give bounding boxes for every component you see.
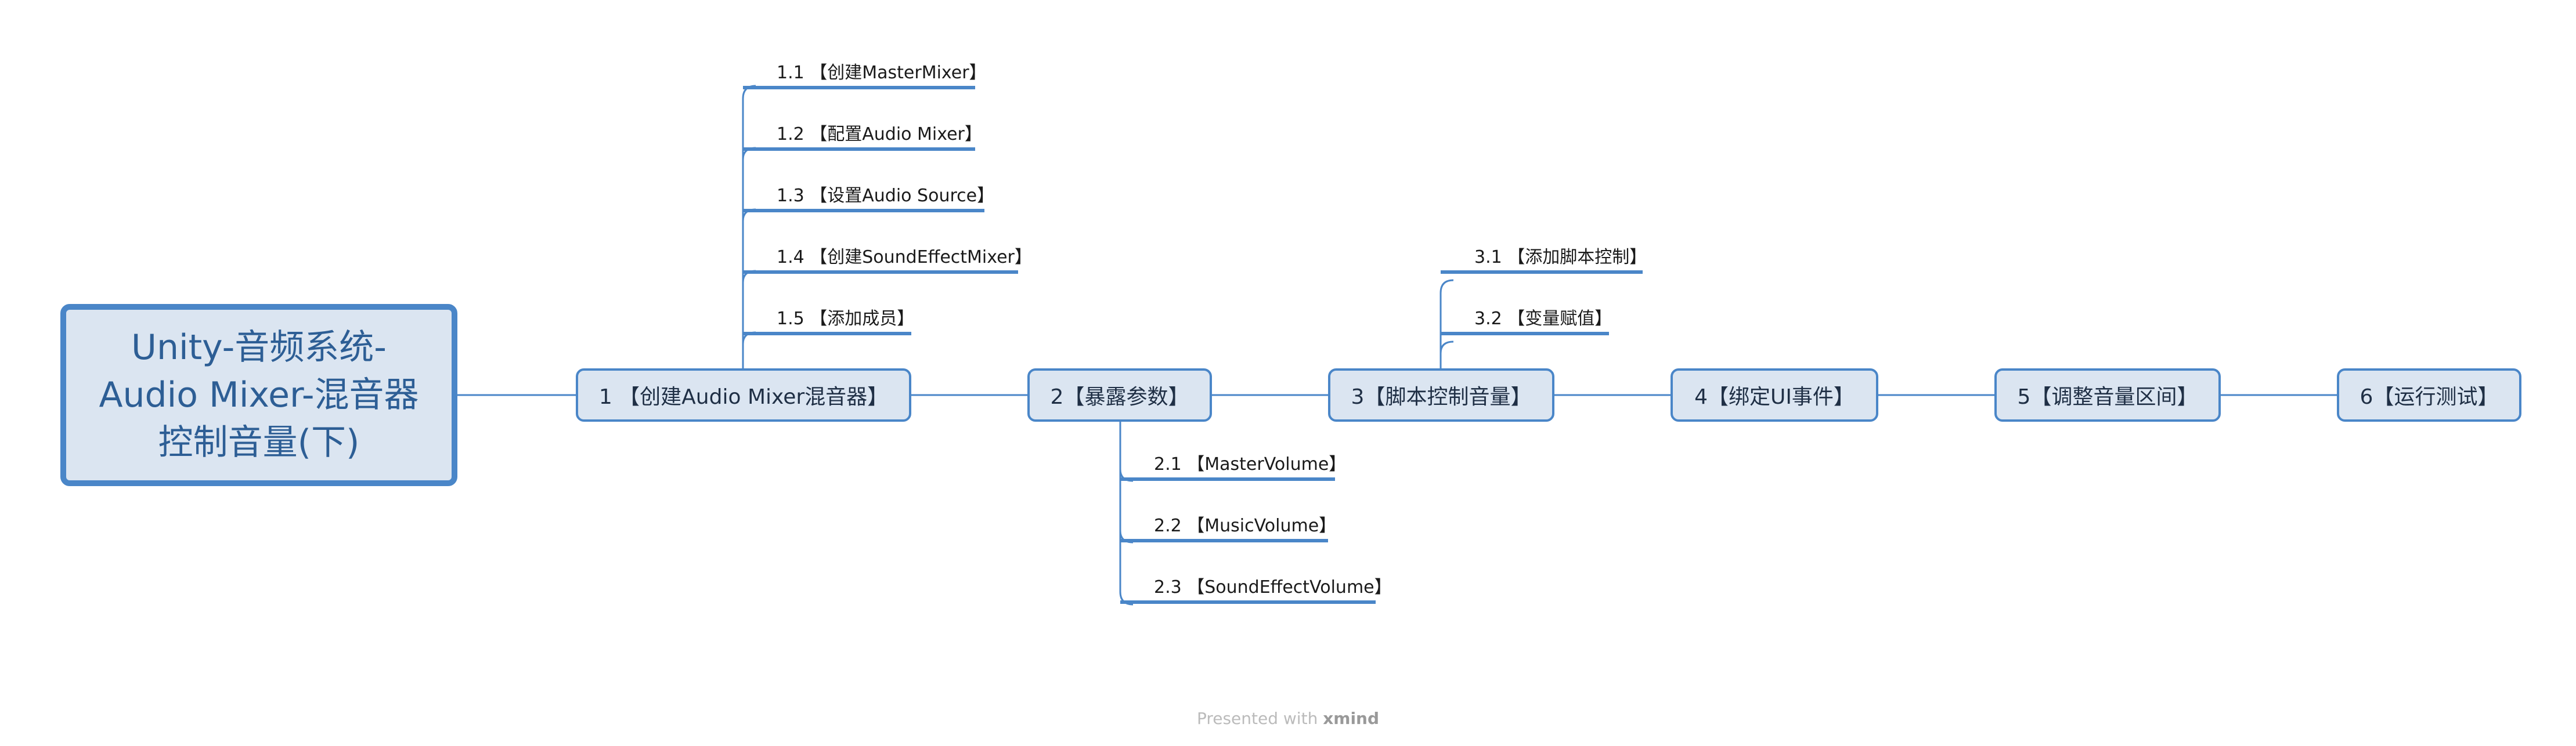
topic-6-run-test[interactable]: 6【运行测试】 — [2337, 368, 2521, 422]
branch-3-elbows — [1439, 341, 1454, 354]
subtopic-2-2[interactable]: 2.2 【MusicVolume】 — [1120, 515, 1336, 542]
subtopic-1-5[interactable]: 1.5 【添加成员】 — [743, 307, 914, 335]
subtopic-3-2[interactable]: 3.2 【变量赋值】 — [1441, 307, 1612, 335]
root-title-line-1: Unity-音频系统- — [131, 327, 387, 368]
topic-2-expose-params[interactable]: 2【暴露参数】 — [1027, 368, 1212, 422]
subtopic-1-1[interactable]: 1.1 【创建MasterMixer】 — [743, 61, 987, 89]
topic-4-bind-ui[interactable]: 4【绑定UI事件】 — [1671, 368, 1878, 422]
subtopic-1-2[interactable]: 1.2 【配置Audio Mixer】 — [743, 123, 982, 151]
topic-1-create-mixer[interactable]: 1 【创建Audio Mixer混音器】 — [576, 368, 911, 422]
branch-2-stem — [1119, 422, 1134, 606]
topic-3-script-control[interactable]: 3【脚本控制音量】 — [1328, 368, 1554, 422]
root-title-line-2: Audio Mixer-混音器 — [99, 375, 419, 415]
subtopic-3-1[interactable]: 3.1 【添加脚本控制】 — [1441, 246, 1647, 274]
topic-5-volume-range[interactable]: 5【调整音量区间】 — [1994, 368, 2221, 422]
subtopic-2-3[interactable]: 2.3 【SoundEffectVolume】 — [1120, 576, 1392, 604]
footer-prefix: Presented with — [1196, 709, 1323, 728]
xmind-logo-text: xmind — [1323, 709, 1380, 728]
root-topic[interactable]: Unity-音频系统- Audio Mixer-混音器 控制音量(下) — [60, 304, 457, 486]
branch-3-stem — [1439, 279, 1454, 368]
subtopic-1-4[interactable]: 1.4 【创建SoundEffectMixer】 — [743, 246, 1032, 274]
subtopic-1-3[interactable]: 1.3 【设置Audio Source】 — [743, 184, 994, 212]
subtopic-2-1[interactable]: 2.1 【MasterVolume】 — [1120, 453, 1346, 481]
root-title-line-3: 控制音量(下) — [158, 422, 360, 463]
presented-with-footer: Presented with xmind — [0, 709, 2576, 728]
